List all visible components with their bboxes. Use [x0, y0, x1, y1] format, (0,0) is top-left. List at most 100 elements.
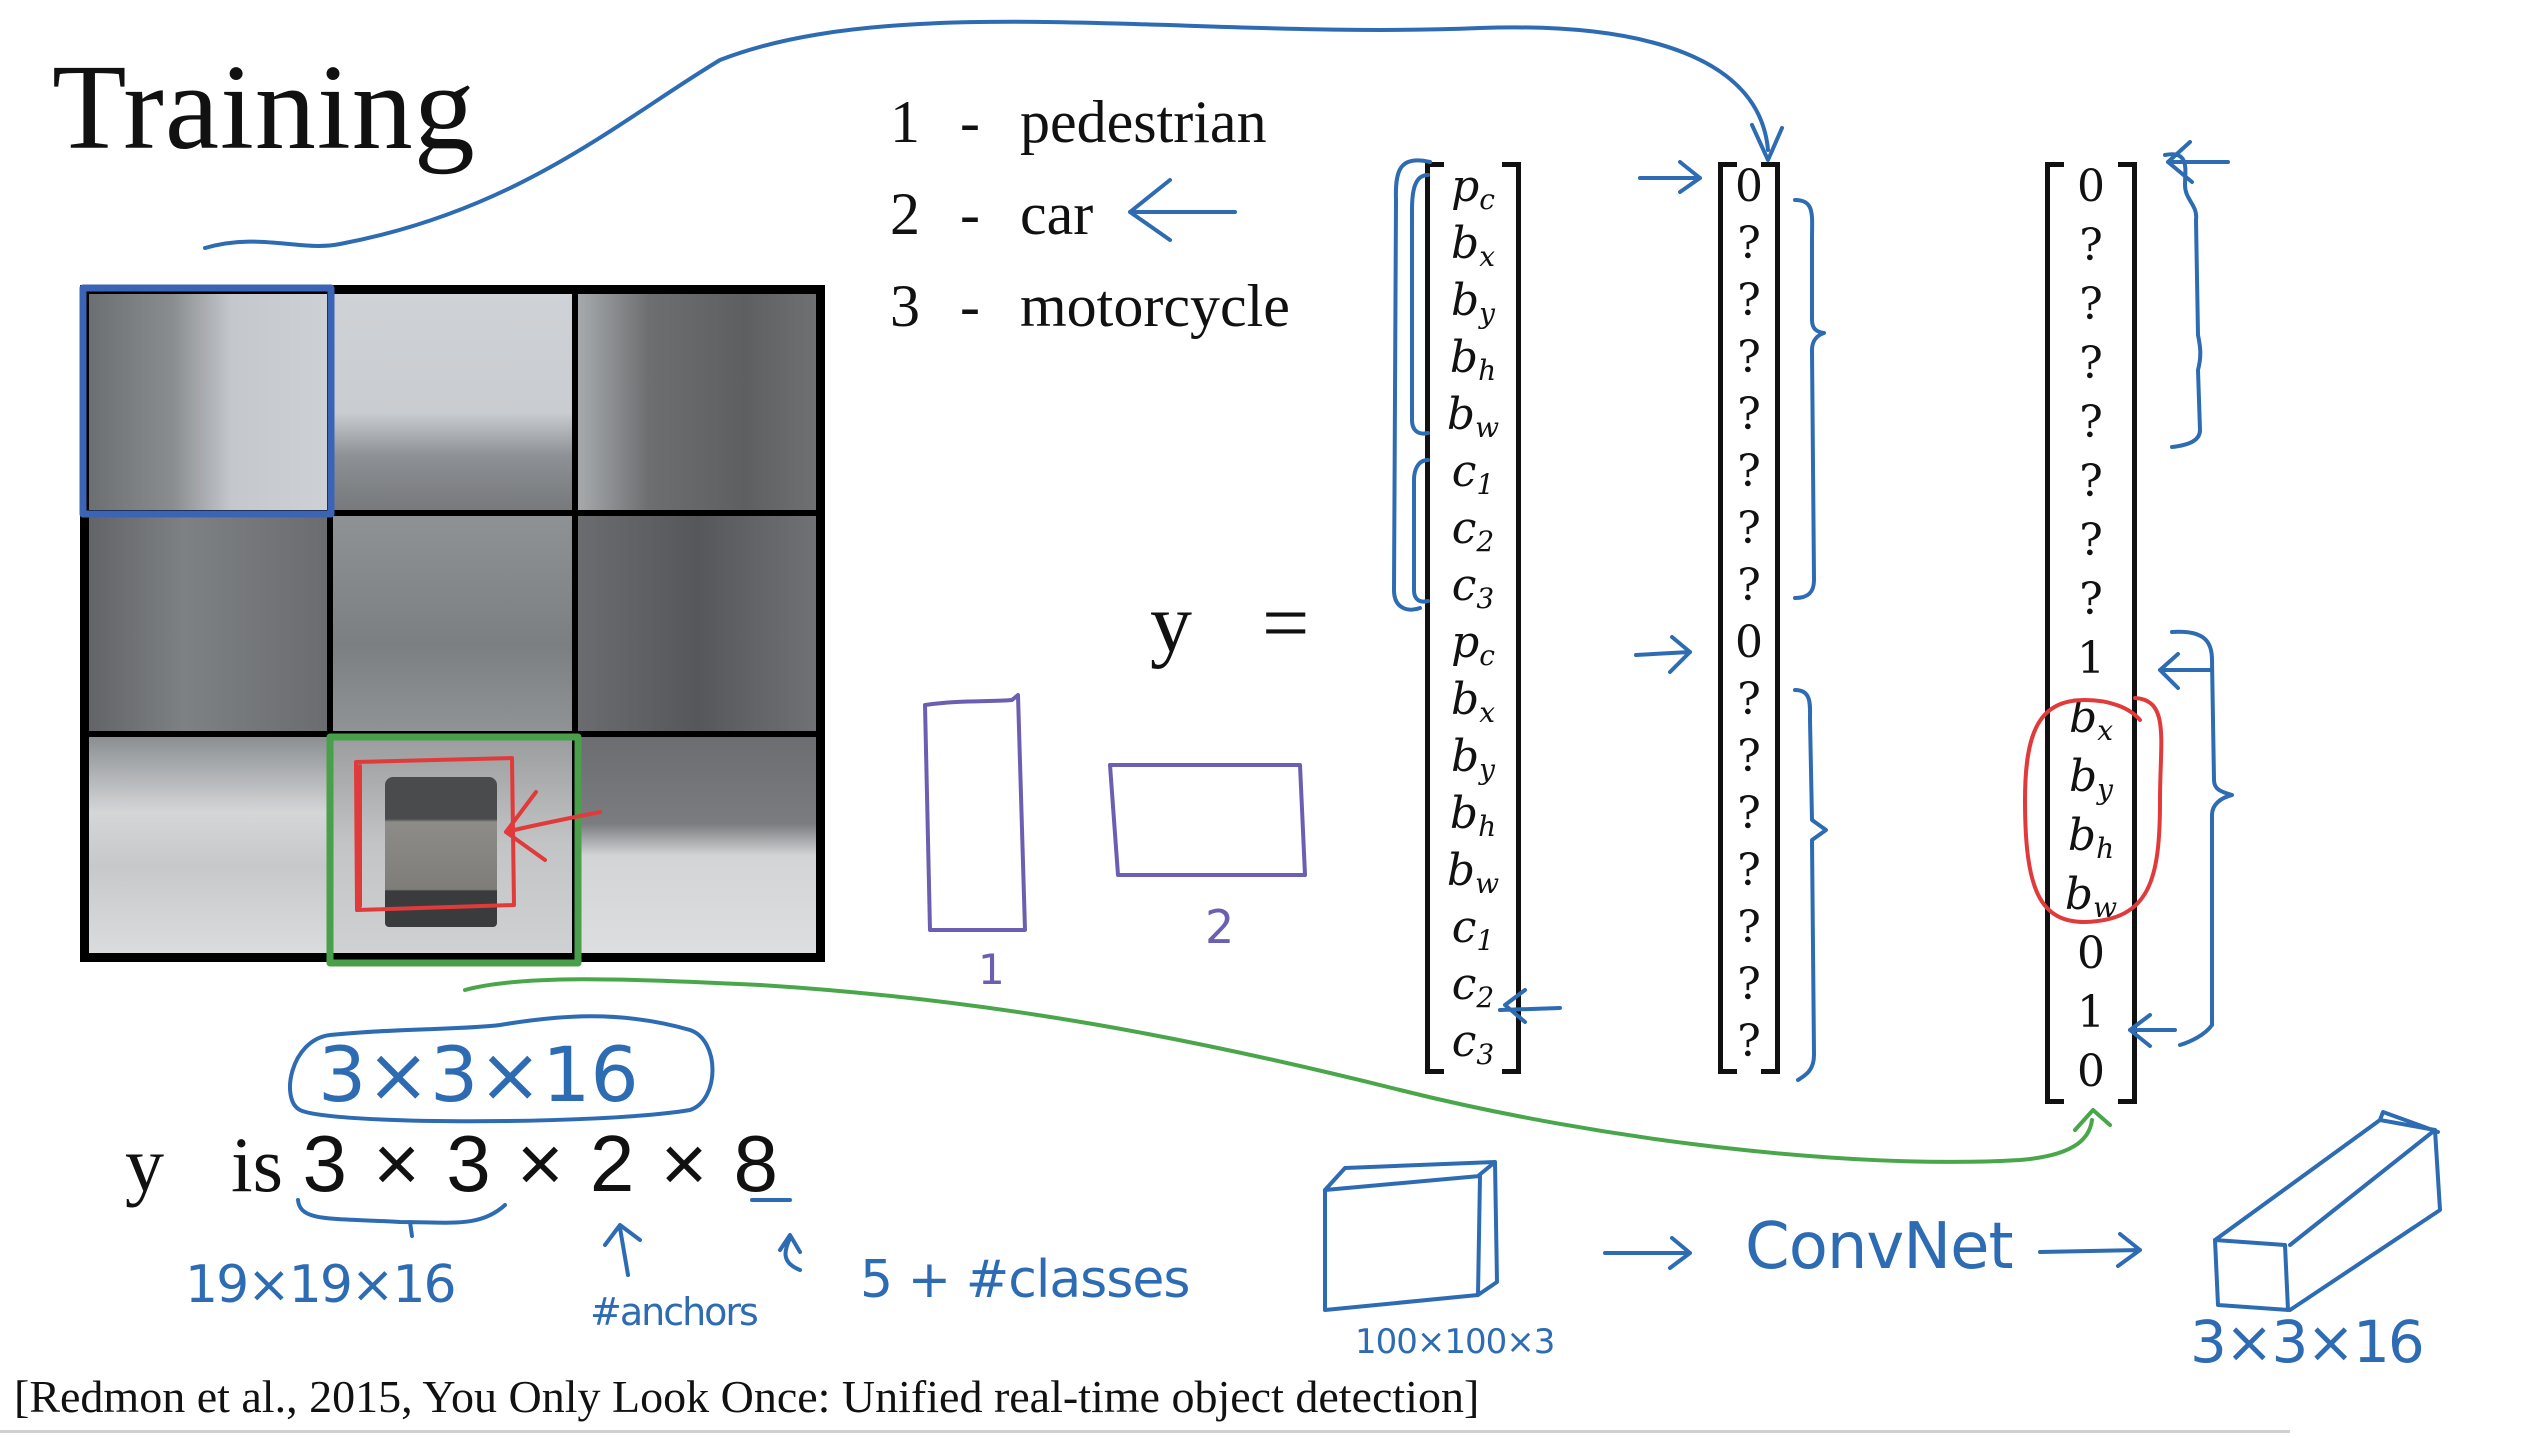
- vector-entry: ?: [1737, 275, 1761, 326]
- arrow-left-icon: [1128, 178, 1237, 242]
- input-volume-label: 100×100×3: [1355, 1322, 1555, 1362]
- grid-cell-r1c2: [330, 291, 575, 513]
- y-symbol: y: [1150, 577, 1192, 670]
- class-dash: -: [960, 273, 980, 339]
- vector-entry: ?: [2079, 574, 2103, 625]
- vector-entry: ?: [1737, 674, 1761, 725]
- entry-base: b: [2069, 751, 2098, 802]
- vector-entry: ?: [1737, 389, 1761, 440]
- vector-entry: ?: [1737, 332, 1761, 383]
- arrow-right-icon: [1603, 1236, 1692, 1270]
- vector-entry: ?: [1737, 845, 1761, 896]
- vector-entry: ?: [2079, 220, 2103, 271]
- entry-base: b: [1446, 389, 1476, 440]
- entry-base: c: [1451, 959, 1477, 1010]
- entry-base: b: [2069, 692, 2098, 743]
- entry-subscript: w: [2093, 891, 2118, 924]
- vector-entry: ?: [2079, 456, 2103, 507]
- entry-subscript: 1: [1476, 924, 1495, 957]
- vector-entry: bw: [1430, 842, 1516, 900]
- vector-entry: ?: [2079, 397, 2103, 448]
- brace-right: [2163, 152, 2203, 449]
- arrow-up-icon: [750, 1198, 802, 1272]
- bracket-cap: [2118, 1099, 2132, 1104]
- entry-subscript: h: [1478, 810, 1497, 843]
- output-volume-label: 3×3×16: [2190, 1308, 2425, 1376]
- grid-cell-r3c3: [574, 734, 819, 956]
- annotation-3x3x16: 3×3×16: [318, 1030, 639, 1119]
- entry-subscript: w: [1475, 411, 1500, 444]
- entry-base: b: [1451, 731, 1480, 782]
- class-number: 1: [890, 89, 920, 155]
- vector-entry: ?: [2079, 279, 2103, 330]
- arrow-down-icon: [1750, 123, 1784, 162]
- class-dash: -: [960, 181, 980, 247]
- annotation-19x19x16: 19×19×16: [185, 1255, 457, 1315]
- anchor-box-1-tall: [923, 693, 1027, 932]
- vector-entry: by: [2050, 748, 2132, 806]
- vector-entry: 0: [1735, 617, 1763, 668]
- equals-sign: =: [1262, 577, 1310, 670]
- vector-entry: c1: [1430, 899, 1516, 957]
- vector-entry: pc: [1430, 614, 1516, 672]
- arrow-left-icon: [2166, 140, 2230, 184]
- entry-subscript: y: [2097, 773, 2113, 806]
- entry-subscript: w: [1475, 867, 1500, 900]
- class-item-pedestrian: 1-pedestrian: [890, 88, 1267, 157]
- y-equals: y=: [1150, 575, 1309, 672]
- grid-cell-r1c1: [86, 291, 331, 513]
- entry-base: c: [1451, 560, 1477, 611]
- car-image: [385, 777, 498, 928]
- annotation-5-plus-classes: 5 + #classes: [860, 1250, 1190, 1310]
- vector-entry: by: [1430, 728, 1516, 786]
- entry-subscript: 2: [1476, 525, 1495, 558]
- arrow-right-icon: [2038, 1232, 2142, 1268]
- brace-right: [2170, 629, 2234, 1047]
- entry-subscript: h: [1478, 354, 1497, 387]
- bracket-cap: [1723, 162, 1737, 167]
- annotation-anchors: #anchors: [590, 1290, 759, 1334]
- entry-subscript: h: [2096, 832, 2115, 865]
- entry-subscript: y: [1479, 297, 1495, 330]
- entry-subscript: x: [1479, 240, 1495, 273]
- entry-base: b: [1449, 788, 1479, 839]
- vector-entry: bx: [1430, 215, 1516, 273]
- entry-base: b: [1451, 218, 1480, 269]
- output-volume-cube: [2213, 1110, 2442, 1312]
- convnet-label: ConvNet: [1745, 1210, 2014, 1284]
- vector-entry: ?: [1737, 788, 1761, 839]
- class-dash: -: [960, 89, 980, 155]
- anchor-box-2-label: 2: [1205, 900, 1235, 954]
- vector-entry: ?: [1737, 503, 1761, 554]
- entry-base: c: [1451, 1016, 1477, 1067]
- vector-entry: bh: [2050, 807, 2132, 865]
- entry-base: c: [1451, 503, 1477, 554]
- grid-cell-r3c2-car: [330, 734, 575, 956]
- vector-entry: bx: [2050, 689, 2132, 747]
- bracket-cap: [1761, 162, 1775, 167]
- bracket-cap: [2118, 162, 2132, 167]
- slide-title: Training: [52, 40, 476, 175]
- bottom-divider: [0, 1430, 2290, 1433]
- vector-entry: 0: [2077, 1046, 2105, 1097]
- vector-entry: bh: [1430, 329, 1516, 387]
- vector-entry: 1: [2077, 987, 2105, 1038]
- entry-subscript: x: [2097, 714, 2113, 747]
- vector-entry: pc: [1430, 158, 1516, 216]
- entry-subscript: x: [1479, 696, 1495, 729]
- arrow-up-icon: [603, 1223, 642, 1277]
- grid-cell-r2c3: [574, 512, 819, 735]
- vector-entry: ?: [1737, 731, 1761, 782]
- output-dims: 3 × 3 × 2 × 8: [302, 1119, 781, 1208]
- entry-subscript: c: [1479, 183, 1495, 216]
- vector-entry: ?: [1737, 902, 1761, 953]
- class-item-car: 2-car: [890, 180, 1093, 249]
- vector-entry: ?: [1737, 959, 1761, 1010]
- arrow-right-icon: [1638, 160, 1702, 194]
- vector-entry: c2: [1430, 956, 1516, 1014]
- bracket-cap: [2050, 162, 2064, 167]
- grid-cell-r2c2: [330, 512, 575, 735]
- entry-subscript: 3: [1476, 582, 1495, 615]
